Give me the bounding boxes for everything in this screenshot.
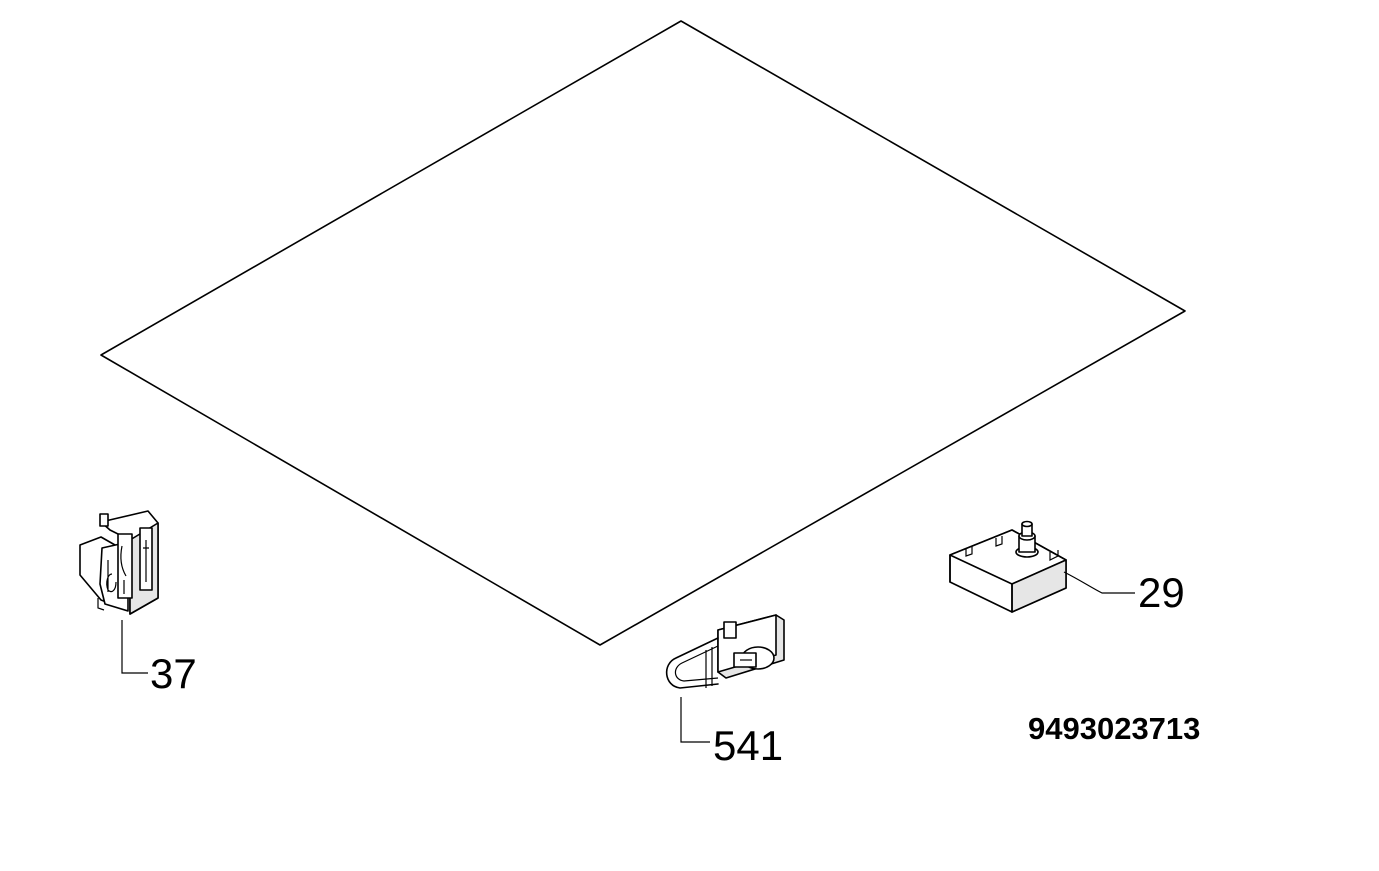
drawing-number: 9493023713 (1028, 711, 1200, 746)
hinge-part-541 (665, 614, 785, 743)
callout-29: 29 (1138, 569, 1185, 616)
callout-541: 541 (713, 722, 783, 769)
callout-37: 37 (150, 650, 197, 697)
clip-part-37 (79, 510, 159, 674)
panel-part (100, 20, 1186, 646)
switch-part-29 (949, 520, 1135, 613)
